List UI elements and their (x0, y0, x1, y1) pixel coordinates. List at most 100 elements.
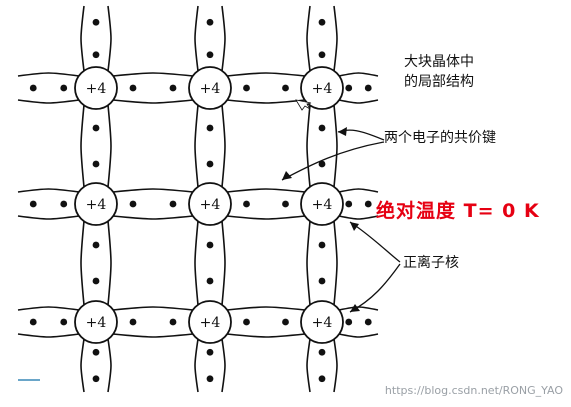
electron-dot (282, 318, 289, 326)
electron-dot (345, 318, 353, 326)
electron-dot (318, 18, 326, 26)
label-block-title: 大块晶体中 的局部结构 (404, 52, 474, 92)
electron-dot (92, 18, 100, 26)
electron-dot (92, 124, 100, 132)
bond-vertical (80, 104, 112, 188)
electron-dot (129, 318, 137, 326)
bond-horizontal (17, 188, 80, 220)
bond-vertical (194, 5, 226, 72)
bond-vertical (194, 104, 226, 188)
bond-vertical (80, 220, 112, 306)
bond-horizontal (17, 72, 80, 104)
electron-dot (318, 124, 326, 132)
electron-dot (129, 200, 137, 208)
electron-dot (60, 200, 68, 208)
electron-dot (364, 318, 372, 326)
ion-charge-label: +4 (200, 197, 221, 213)
bond-horizontal (112, 188, 194, 220)
electron-dot (318, 241, 326, 249)
electron-dot (318, 375, 326, 383)
ion-charge-label: +4 (200, 315, 221, 331)
electron-dot (60, 84, 68, 92)
arrow-to-core-middle (349, 221, 401, 263)
electron-dot (206, 160, 214, 168)
electron-dot (206, 277, 214, 285)
electron-dot (92, 160, 100, 168)
ion-core (300, 300, 344, 344)
label-covalent-bond: 两个电子的共价键 (384, 130, 496, 146)
watermark-text: https://blog.csdn.net/RONG_YAO (384, 384, 563, 397)
electron-dot (282, 84, 289, 92)
ion-charge-label: +4 (86, 197, 107, 213)
label-block-title-line2: 的局部结构 (404, 74, 474, 90)
bond-vertical (80, 5, 112, 72)
bond-vertical (194, 338, 226, 393)
cursor-icon (295, 99, 312, 111)
electron-dot (206, 241, 214, 249)
electron-dot (92, 277, 100, 285)
electron-dot (206, 51, 214, 59)
bond-horizontal (226, 188, 306, 220)
ion-core (74, 182, 118, 226)
ion-charge-label: +4 (312, 197, 333, 213)
electron-dot (92, 375, 100, 383)
arrow-to-core-bottom (349, 263, 401, 313)
electron-dot (318, 160, 326, 168)
electron-dot (243, 84, 250, 92)
bond-vertical (306, 5, 338, 72)
electron-dot (206, 375, 214, 383)
electron-dot (129, 84, 137, 92)
label-absolute-zero: 绝对温度 T= 0 K (376, 200, 540, 222)
ion-core (188, 300, 232, 344)
ion-core (188, 66, 232, 110)
ion-core (74, 300, 118, 344)
electron-dot (169, 84, 177, 92)
arrowhead (350, 222, 359, 231)
electron-dot (345, 200, 353, 208)
bond-vertical (194, 220, 226, 306)
ion-core (74, 66, 118, 110)
electron-dot (206, 348, 214, 356)
label-block-title-line1: 大块晶体中 (404, 54, 474, 70)
electron-dot (282, 200, 289, 208)
electron-dot (364, 84, 372, 92)
electron-dot (92, 241, 100, 249)
ion-core (188, 182, 232, 226)
bond-vertical (306, 104, 338, 188)
ion-core (300, 182, 344, 226)
ion-core (300, 66, 344, 110)
label-positive-core: 正离子核 (403, 255, 459, 271)
bond-horizontal (226, 72, 306, 104)
edge-accent-line (18, 379, 40, 381)
electron-dot (92, 51, 100, 59)
ion-charge-label: +4 (86, 315, 107, 331)
electron-dot (60, 318, 68, 326)
bond-vertical (306, 338, 338, 393)
electron-dot (169, 318, 177, 326)
electron-dot (318, 51, 326, 59)
electron-dot (345, 84, 353, 92)
arrowhead (350, 304, 360, 312)
electron-dot (29, 200, 37, 208)
bond-horizontal (338, 72, 379, 104)
ion-charge-label: +4 (200, 81, 221, 97)
bond-horizontal (338, 188, 379, 220)
electron-dot (243, 200, 250, 208)
electron-dot (29, 84, 37, 92)
electron-dot (206, 124, 214, 132)
electron-dot (92, 348, 100, 356)
bond-horizontal (226, 306, 306, 338)
electron-dot (206, 18, 214, 26)
electron-dot (318, 277, 326, 285)
ion-charge-label: +4 (86, 81, 107, 97)
ion-charge-label: +4 (312, 315, 333, 331)
arrowhead (338, 127, 347, 136)
electron-dot (29, 318, 37, 326)
bond-horizontal (17, 306, 80, 338)
bond-horizontal (112, 306, 194, 338)
ion-charge-label: +4 (312, 81, 333, 97)
electron-dot (318, 348, 326, 356)
bond-horizontal (338, 306, 379, 338)
